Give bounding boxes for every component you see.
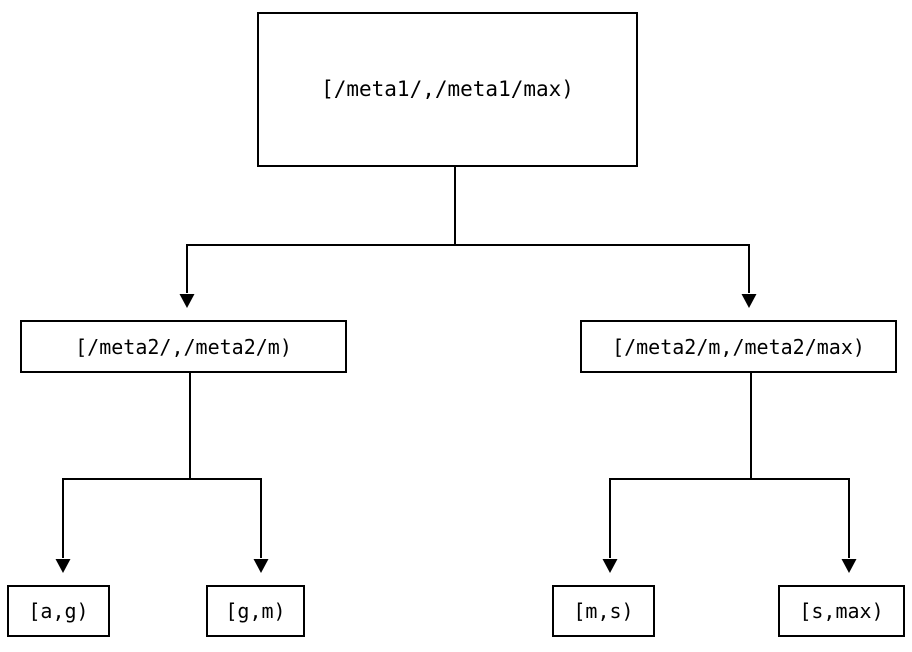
arrowhead-icon-midleft-to-leaf1 xyxy=(55,559,71,573)
arrowhead-icon-midright-to-leaf3 xyxy=(602,559,618,573)
node-leaf-m-s-label: [m,s) xyxy=(573,599,634,623)
node-leaf-g-m[interactable]: [g,m) xyxy=(206,585,305,637)
arrowhead-icon-midright-to-leaf4 xyxy=(841,559,857,573)
node-mid-right[interactable]: [/meta2/m,/meta2/max) xyxy=(580,320,897,373)
node-leaf-s-max[interactable]: [s,max) xyxy=(778,585,905,637)
node-mid-right-label: [/meta2/m,/meta2/max) xyxy=(612,334,865,359)
node-leaf-m-s[interactable]: [m,s) xyxy=(552,585,655,637)
edge-root-to-mid-group xyxy=(179,167,757,308)
edge-midright-to-leaves-group xyxy=(602,373,857,573)
node-leaf-s-max-label: [s,max) xyxy=(799,599,884,623)
arrowhead-icon-midleft-to-leaf2 xyxy=(253,559,269,573)
node-root-label: [/meta1/,/meta1/max) xyxy=(321,77,574,101)
node-mid-left-label: [/meta2/,/meta2/m) xyxy=(75,334,292,359)
arrowhead-icon-root-to-mid-right xyxy=(741,294,757,308)
edge-midleft-to-leaves-group xyxy=(55,373,269,573)
node-leaf-a-g-label: [a,g) xyxy=(28,599,89,623)
arrowhead-icon-root-to-mid-left xyxy=(179,294,195,308)
node-leaf-a-g[interactable]: [a,g) xyxy=(7,585,110,637)
node-mid-left[interactable]: [/meta2/,/meta2/m) xyxy=(20,320,347,373)
node-leaf-g-m-label: [g,m) xyxy=(225,599,286,623)
node-root[interactable]: [/meta1/,/meta1/max) xyxy=(257,12,638,167)
